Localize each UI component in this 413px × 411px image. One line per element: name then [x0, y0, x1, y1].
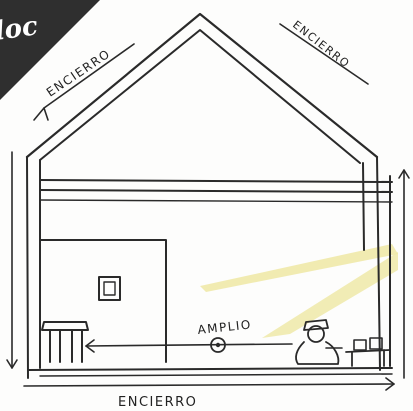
- left-roof-label: ENCIERRO: [44, 46, 113, 99]
- low-table: [346, 338, 390, 366]
- wide-space-label: AMPLIO: [197, 317, 253, 337]
- window: [99, 277, 120, 300]
- wide-space-arrow: [86, 338, 292, 352]
- floor-enclosure-arrow: [24, 378, 394, 390]
- corner-banner-text: loc: [0, 11, 40, 47]
- floor-label: ENCIERRO: [118, 395, 197, 410]
- roof: [27, 14, 377, 163]
- ceiling-beams: [40, 180, 392, 202]
- seated-figure: [296, 320, 342, 364]
- right-roof-label: ENCIERRO: [290, 18, 352, 71]
- floor: [28, 368, 392, 376]
- stool: [42, 322, 88, 362]
